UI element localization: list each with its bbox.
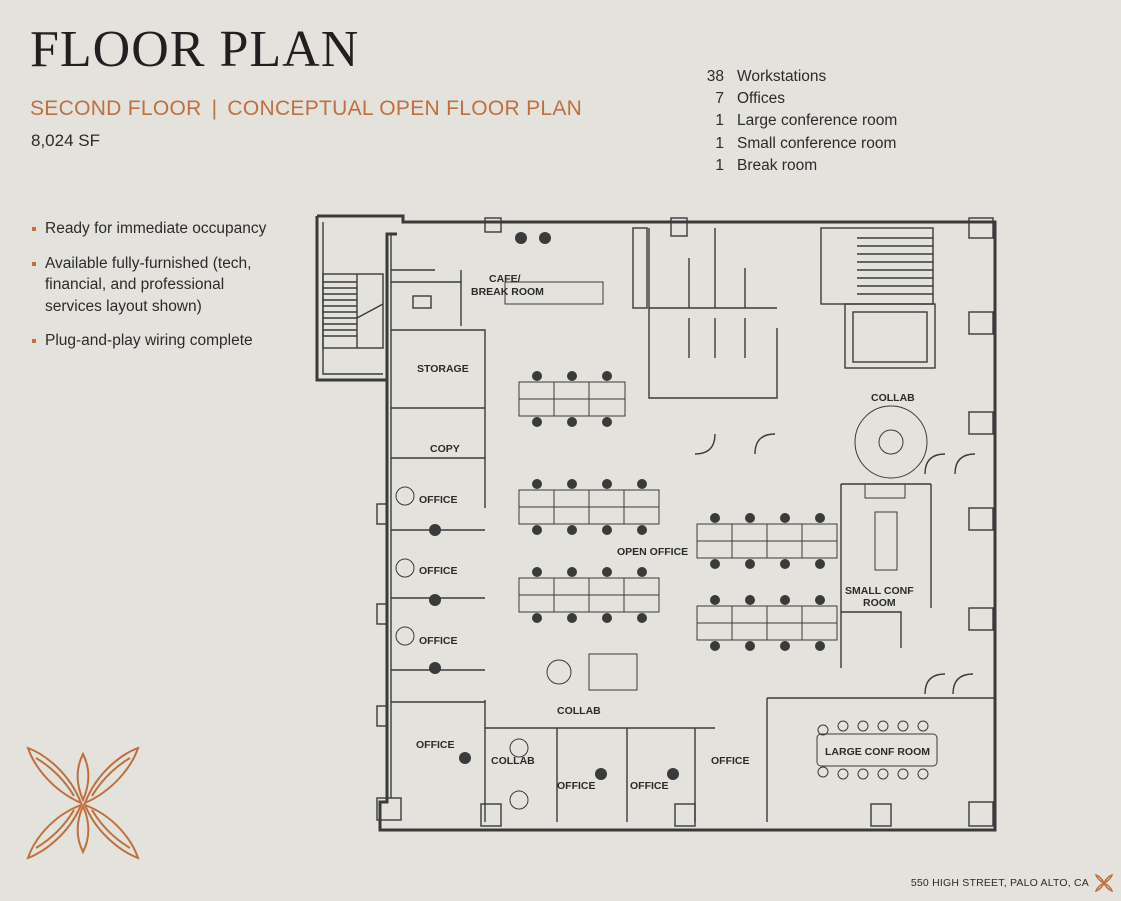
room-label-collab: COLLAB xyxy=(491,755,535,767)
room-label-office: OFFICE xyxy=(630,780,669,792)
room-label-office: OFFICE xyxy=(419,565,458,577)
program-label: Offices xyxy=(737,90,785,108)
page-title: FLOOR PLAN xyxy=(30,21,360,78)
feature-text: Ready for immediate occupancy xyxy=(45,220,267,237)
room-label-office: OFFICE xyxy=(419,635,458,647)
feature-item: Available fully-furnished (tech, financi… xyxy=(32,253,277,318)
program-count: 1 xyxy=(715,112,724,130)
room-label-open-office: OPEN OFFICE xyxy=(617,546,688,558)
program-item: 38 Workstations xyxy=(700,68,897,90)
room-label-break-room: BREAK ROOM xyxy=(471,286,544,298)
program-item: 1 Large conference room xyxy=(700,112,897,134)
feature-text: Plug-and-play wiring complete xyxy=(45,332,253,349)
room-label-office: OFFICE xyxy=(419,494,458,506)
feature-text: Available fully-furnished (tech, financi… xyxy=(45,254,252,315)
program-label: Small conference room xyxy=(737,134,897,152)
program-label: Large conference room xyxy=(737,112,898,130)
program-count: 38 xyxy=(706,68,724,85)
program-count: 1 xyxy=(715,156,724,174)
floor-plan-drawing: CAFE/ BREAK ROOM STORAGE COPY OFFICE OFF… xyxy=(315,214,997,832)
area-label: 8,024 SF xyxy=(31,131,100,150)
feature-item: Ready for immediate occupancy xyxy=(32,218,277,240)
program-item: 7 Offices xyxy=(700,90,897,112)
address-footer: 550 HIGH STREET, PALO ALTO, CA xyxy=(910,877,1089,889)
room-label-small-conf-room: ROOM xyxy=(863,597,896,609)
program-list: 38 Workstations 7 Offices 1 Large conferenc… xyxy=(700,68,898,179)
program-count: 1 xyxy=(715,134,724,152)
floor-label: SECOND FLOOR xyxy=(30,97,202,120)
bullet-icon xyxy=(32,227,36,231)
room-label-copy: COPY xyxy=(430,443,460,455)
room-label-cafe: CAFE/ xyxy=(489,273,521,285)
feature-item: Plug-and-play wiring complete xyxy=(32,330,277,352)
plan-subtitle: SECOND FLOOR | CONCEPTUAL OPEN FLOOR PLAN xyxy=(30,97,582,121)
plan-type-label: CONCEPTUAL OPEN FLOOR PLAN xyxy=(227,97,583,120)
bullet-icon xyxy=(32,261,36,266)
program-item: 1 Break room xyxy=(700,157,897,179)
program-label: Break room xyxy=(737,156,818,174)
program-count: 7 xyxy=(715,90,724,108)
brand-logo-icon xyxy=(26,746,140,860)
room-label-office: OFFICE xyxy=(711,755,750,767)
program-item: 1 Small conference room xyxy=(700,135,897,157)
room-label-large-conf: LARGE CONF ROOM xyxy=(825,746,930,758)
room-label-small-conf: SMALL CONF xyxy=(845,585,914,597)
subtitle-separator: | xyxy=(211,97,218,120)
room-label-office: OFFICE xyxy=(416,739,455,751)
room-label-collab: COLLAB xyxy=(871,392,915,404)
program-label: Workstations xyxy=(737,68,827,85)
bullet-icon xyxy=(32,339,36,343)
feature-list: Ready for immediate occupancy Available … xyxy=(32,218,277,365)
room-label-collab: COLLAB xyxy=(557,705,601,717)
room-label-storage: STORAGE xyxy=(417,363,469,375)
brand-mark-icon xyxy=(1095,874,1113,892)
room-label-office: OFFICE xyxy=(557,780,596,792)
